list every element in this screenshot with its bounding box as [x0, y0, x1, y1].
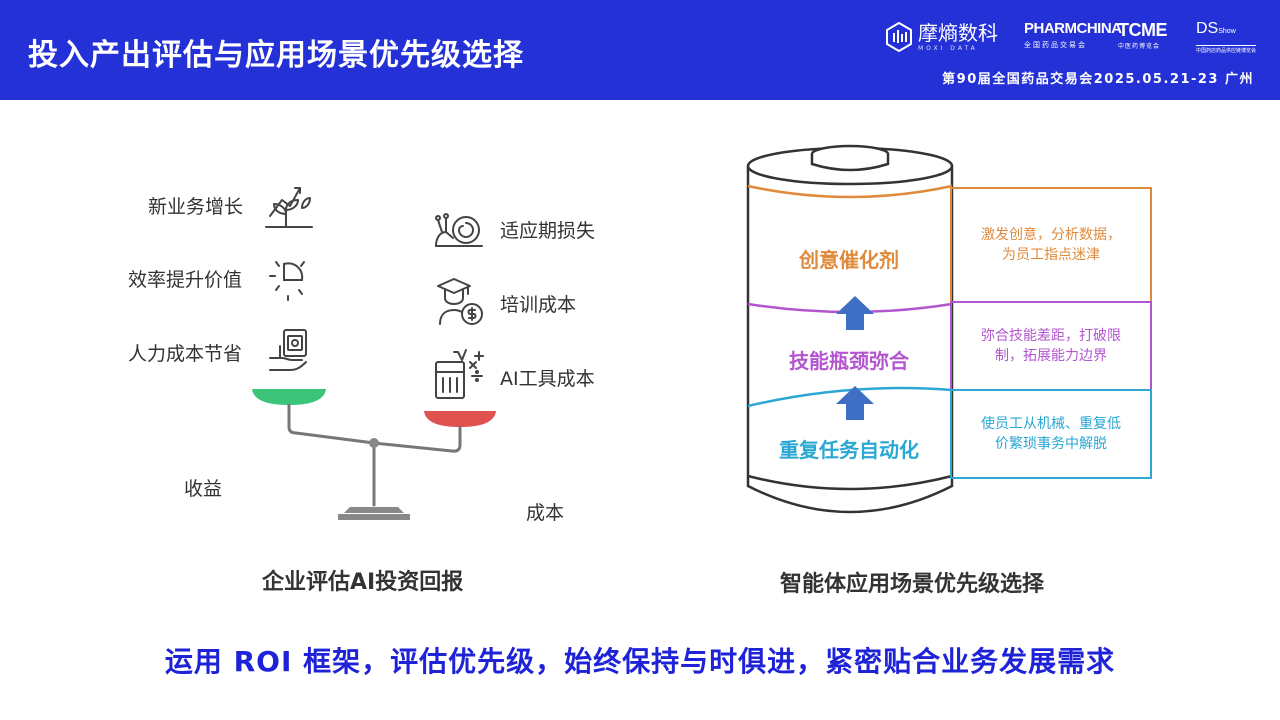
layer-desc-creative: 激发创意，分析数据，为员工指点迷津: [950, 187, 1152, 303]
moxi-logo-cn: 摩熵数科: [918, 21, 998, 45]
left-section-title: 企业评估AI投资回报: [262, 570, 464, 595]
right-section-title: 智能体应用场景优先级选择: [780, 572, 1045, 597]
layer-label-creative: 创意催化剂: [799, 248, 899, 272]
snail-icon: [435, 213, 483, 247]
tcme-logo-sub: 中医药博览会: [1118, 43, 1161, 50]
layer-divider-2: [747, 386, 953, 408]
benefit-label-growth: 新业务增长: [148, 196, 244, 218]
cost-hanger: [372, 425, 462, 453]
layer-divider-top: [747, 184, 953, 199]
benefit-side-label: 收益: [184, 478, 223, 500]
benefit-label-efficiency: 效率提升价值: [128, 269, 243, 291]
calculator-icon: [435, 349, 484, 399]
scale-pivot: [369, 438, 379, 448]
tcme-logo: TCME 中医药博览会: [1118, 20, 1168, 54]
layer-desc-automation: 使员工从机械、重复低价繁琐事务中解脱: [950, 389, 1152, 479]
arrow-up-icon: [836, 296, 874, 330]
cost-side-label: 成本: [526, 502, 565, 524]
pharmchina-logo-text: PHARMCHINA: [1024, 20, 1122, 37]
benefit-label-labor: 人力成本节省: [128, 343, 243, 365]
header-bar: 投入产出评估与应用场景优先级选择 摩熵数科 MOXI DATA PHARMCHI…: [0, 0, 1280, 100]
scale-base: [344, 507, 404, 513]
layer-divider-bottom: [747, 474, 953, 491]
layer-label-automation: 重复任务自动化: [779, 438, 919, 462]
cost-label-adaptation: 适应期损失: [500, 220, 596, 242]
graduate-coin-icon: [437, 278, 483, 325]
cost-label-training: 培训成本: [500, 294, 577, 316]
moxi-logo: 摩熵数科 MOXI DATA: [884, 20, 998, 54]
layer-desc-skill: 弥合技能差距，打破限制，拓展能力边界: [950, 301, 1152, 391]
dshow-logo-sub: 中国药店药品供应链博览会: [1196, 45, 1257, 54]
cost-label-ai-tools: AI工具成本: [500, 368, 595, 390]
balance-scale: [252, 389, 496, 520]
stacked-cylinder: [746, 144, 954, 514]
pharmchina-logo-sub: 全国药品交易会: [1024, 41, 1087, 49]
moxi-logo-icon: [886, 22, 912, 52]
dshow-logo-text: DSShow: [1196, 20, 1236, 37]
light-bulb-icon: [269, 261, 305, 301]
layer-label-skill: 技能瓶颈弥合: [789, 349, 909, 373]
page-title: 投入产出评估与应用场景优先级选择: [28, 38, 524, 73]
dshow-logo: DSShow 中国药店药品供应链博览会: [1196, 20, 1257, 54]
benefit-hanger: [287, 403, 376, 445]
money-hand-icon: [269, 329, 307, 371]
tcme-logo-text: TCME: [1118, 20, 1168, 40]
pharmchina-logo: PHARMCHINA 全国药品交易会: [1024, 20, 1122, 54]
plant-growth-icon: [265, 187, 313, 228]
footer-summary: 运用 ROI 框架，评估优先级，始终保持与时俱进，紧密贴合业务发展需求: [164, 645, 1116, 678]
cost-pan: [424, 411, 496, 427]
moxi-logo-en: MOXI DATA: [918, 45, 978, 52]
event-info: 第90届全国药品交易会2025.05.21-23 广州: [942, 72, 1254, 87]
arrow-up-icon: [836, 386, 874, 420]
benefit-pan: [252, 389, 326, 405]
